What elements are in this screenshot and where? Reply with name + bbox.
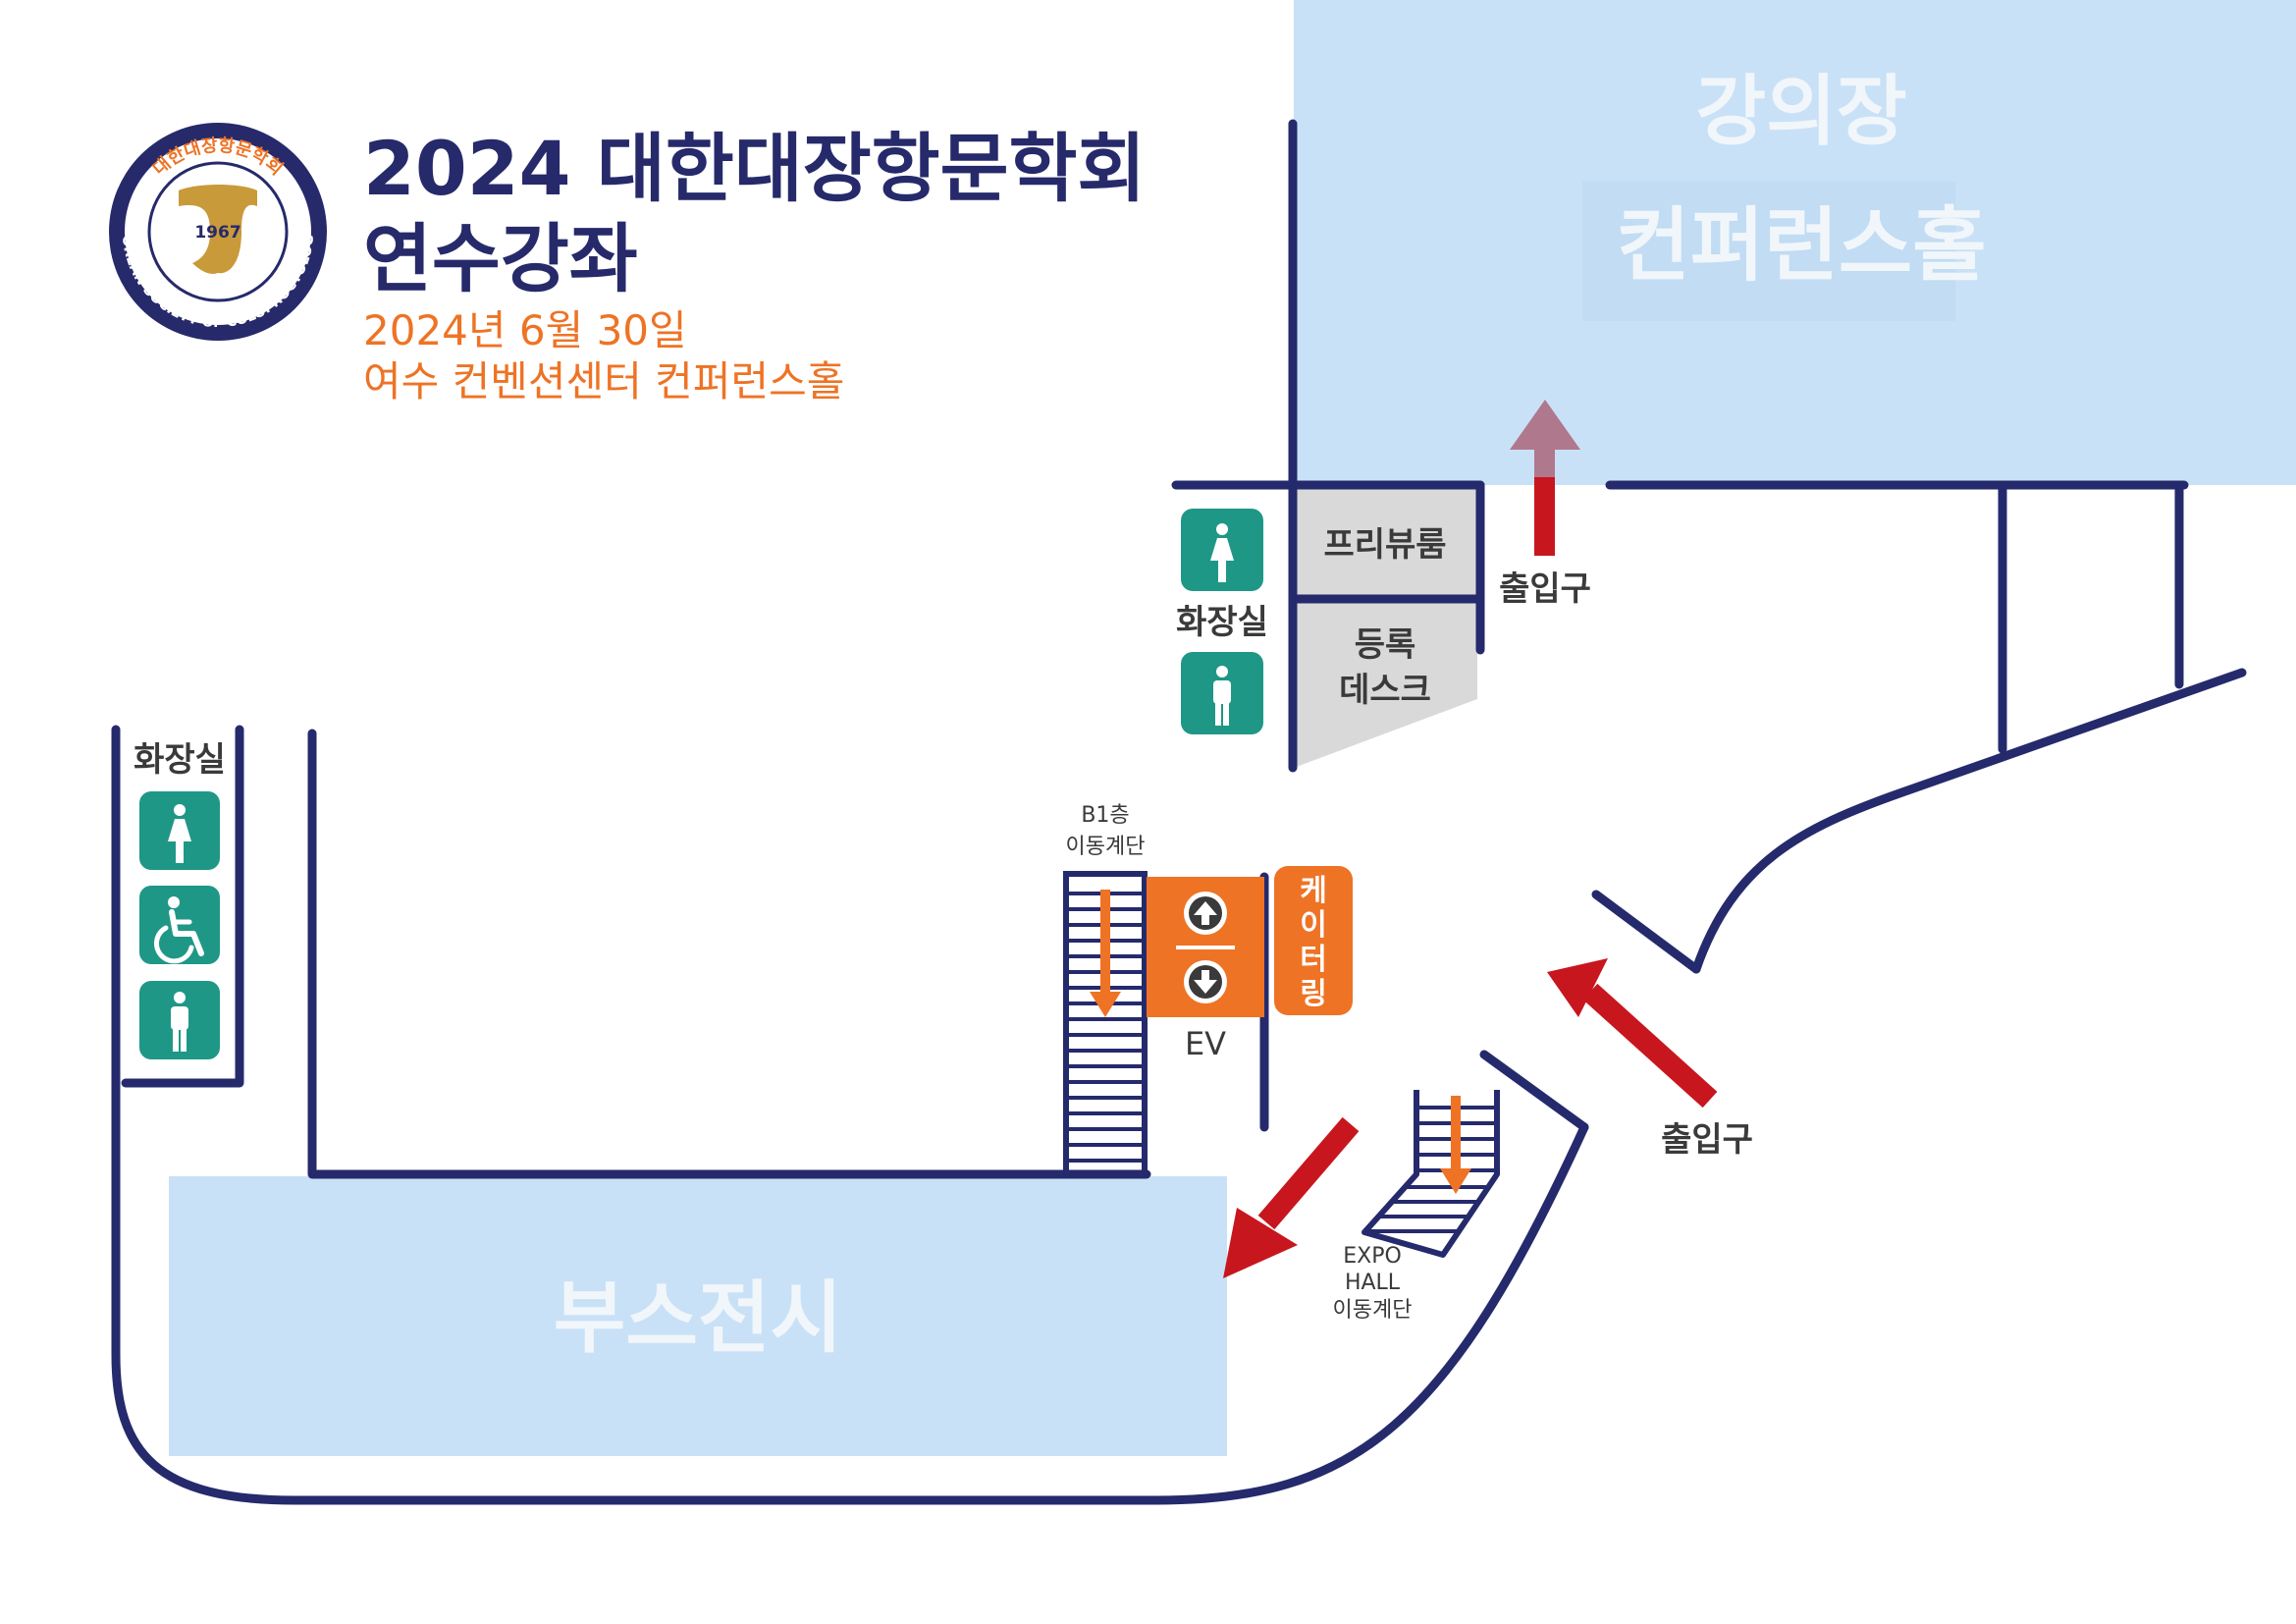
b1-stairs-label-1: B1층 bbox=[1081, 803, 1129, 828]
entrance-lower-label: 출입구 bbox=[1661, 1120, 1753, 1160]
b1-stairs-down-arrow bbox=[1090, 890, 1121, 1017]
expo-hall-stairs[interactable]: EXPO HALL 이동계단 bbox=[1333, 1090, 1500, 1323]
conference-hall-label: 컨퍼런스홀 bbox=[1616, 199, 1986, 293]
registration-desk[interactable]: 등록 데스크 bbox=[1294, 601, 1477, 768]
preview-room[interactable]: 프리뷰룸 bbox=[1294, 486, 1477, 596]
booth-exhibition-area[interactable]: 부스전시 bbox=[169, 1176, 1227, 1456]
catering[interactable]: 케 이 터 링 bbox=[1274, 866, 1353, 1015]
restroom-left-label: 화장실 bbox=[133, 740, 226, 780]
event-venue: 여수 컨벤션센터 컨퍼런스홀 bbox=[363, 357, 845, 406]
elevator[interactable]: EV bbox=[1147, 877, 1264, 1062]
expo-stair-steps bbox=[1366, 1106, 1497, 1233]
elevator-up-arrow-icon bbox=[1184, 892, 1227, 935]
b1-stairs[interactable]: B1층 이동계단 bbox=[1063, 803, 1148, 1177]
event-title-line2: 연수강좌 bbox=[363, 215, 638, 302]
entrance-lower[interactable]: 출입구 bbox=[1547, 958, 1753, 1160]
expo-label-1: EXPO bbox=[1343, 1244, 1402, 1269]
preview-room-label: 프리뷰룸 bbox=[1323, 525, 1446, 565]
entrance-upper[interactable]: 출입구 bbox=[1499, 400, 1591, 609]
expo-stairs-down-arrow bbox=[1440, 1096, 1471, 1194]
entrance-upper-label: 출입구 bbox=[1499, 569, 1591, 609]
colon-emblem bbox=[179, 185, 257, 274]
logo-year: 1967 bbox=[194, 223, 240, 243]
elevator-down-arrow-icon bbox=[1184, 960, 1227, 1003]
expo-label-3: 이동계단 bbox=[1333, 1298, 1413, 1323]
booth-exhibition-label: 부스전시 bbox=[554, 1272, 842, 1364]
b1-stairs-label-2: 이동계단 bbox=[1066, 835, 1146, 859]
event-date: 2024년 6월 30일 bbox=[363, 306, 687, 354]
booth-direction-arrow bbox=[1223, 1116, 1360, 1278]
catering-char-1: 케 bbox=[1300, 874, 1327, 908]
event-title-line1: 2024 대한대장항문학회 bbox=[363, 125, 1147, 212]
society-logo: 1967 대한대장항문학회 KOREAN SOCIETY OF COLOPROC… bbox=[0, 0, 327, 341]
lecture-hall-area[interactable]: 강의장 컨퍼런스홀 bbox=[1294, 0, 2296, 485]
catering-char-2: 이 bbox=[1300, 908, 1327, 943]
ev-label: EV bbox=[1185, 1025, 1226, 1062]
lecture-hall-label: 강의장 bbox=[1695, 68, 1906, 156]
expo-label-2: HALL bbox=[1345, 1271, 1401, 1295]
restroom-upper[interactable]: 화장실 bbox=[1176, 509, 1268, 734]
stair-steps bbox=[1066, 892, 1145, 1163]
catering-char-4: 링 bbox=[1300, 977, 1327, 1011]
restroom-left[interactable]: 화장실 bbox=[133, 740, 226, 1059]
catering-char-3: 터 bbox=[1300, 943, 1327, 977]
registration-label-1: 등록 bbox=[1355, 625, 1416, 665]
entrance-lower-arrow bbox=[1547, 958, 1718, 1109]
entrance-upper-arrow-head bbox=[1510, 400, 1580, 450]
restroom-upper-label: 화장실 bbox=[1176, 603, 1268, 642]
registration-label-2: 데스크 bbox=[1339, 671, 1431, 710]
